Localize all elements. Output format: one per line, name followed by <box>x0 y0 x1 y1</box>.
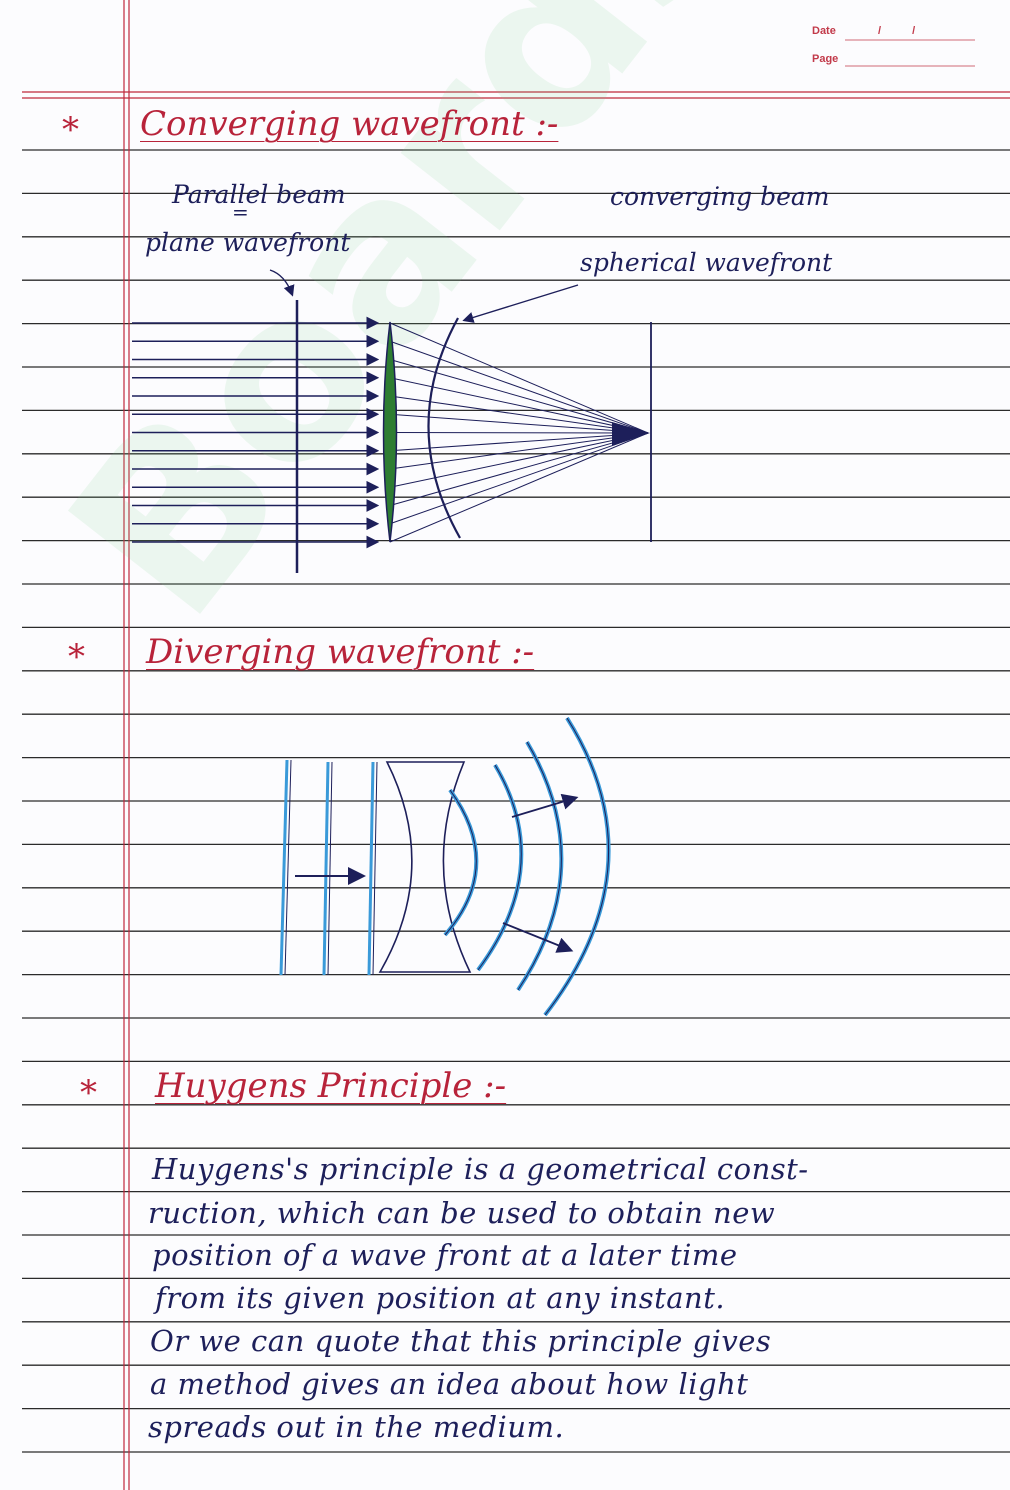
huygens-line-2: ruction, which can be used to obtain new <box>148 1196 776 1230</box>
section-marker-2: * <box>68 637 85 677</box>
converging-ray <box>389 432 649 543</box>
diverging-arrow-down <box>502 922 574 953</box>
diverging-arrow-up <box>511 793 579 818</box>
plane-wave-2 <box>322 761 330 976</box>
convex-lens <box>382 321 398 543</box>
plane-wave-1 <box>279 759 289 976</box>
label-converging-beam: converging beam <box>610 182 830 211</box>
heading-huygens-principle: Huygens Principle :- <box>155 1066 507 1106</box>
converging-ray <box>389 395 649 434</box>
huygens-line-4: from its given position at any instant. <box>155 1281 726 1315</box>
diverging-wave-4 <box>543 716 611 1017</box>
heading-converging-wavefront: Converging wavefront :- <box>140 104 559 144</box>
plane-wave-3 <box>367 761 375 976</box>
converging-rays <box>389 322 649 543</box>
huygens-line-3: position of a wave front at a later time <box>152 1238 738 1272</box>
date-value: / / <box>878 25 930 37</box>
huygens-line-1: Huygens's principle is a geometrical con… <box>152 1152 809 1186</box>
converging-ray <box>389 322 649 434</box>
converging-ray <box>389 432 649 525</box>
converging-ray <box>389 359 649 434</box>
label-equals: = <box>232 200 249 224</box>
huygens-line-5: Or we can quote that this principle give… <box>150 1324 772 1358</box>
heading-diverging-wavefront: Diverging wavefront :- <box>146 632 535 672</box>
label-spherical-wavefront: spherical wavefront <box>580 248 833 277</box>
page-label: Page <box>812 53 839 65</box>
diverging-wave-2 <box>476 763 524 972</box>
converging-ray <box>389 432 649 434</box>
converging-ray <box>389 432 649 506</box>
label-parallel-beam: Parallel beam <box>172 180 346 209</box>
converging-ray <box>389 432 649 452</box>
date-label: Date <box>812 25 836 37</box>
parallel-rays <box>132 316 380 549</box>
converging-ray <box>389 413 649 434</box>
huygens-line-7: spreads out in the medium. <box>148 1410 565 1444</box>
converging-ray <box>389 340 649 434</box>
spherical-wavefront-arc <box>427 317 461 539</box>
section-marker-1: * <box>62 110 79 150</box>
plane-pointer-arrow <box>269 269 295 297</box>
label-plane-wavefront: plane wavefront <box>145 228 351 257</box>
spherical-pointer-arrow <box>462 284 579 323</box>
converging-ray <box>389 432 649 488</box>
section-marker-3: * <box>80 1073 97 1113</box>
concave-lens <box>378 761 472 973</box>
diverging-wave-3 <box>516 740 564 992</box>
huygens-line-6: a method gives an idea about how light <box>150 1367 749 1401</box>
focus-point <box>612 422 650 446</box>
